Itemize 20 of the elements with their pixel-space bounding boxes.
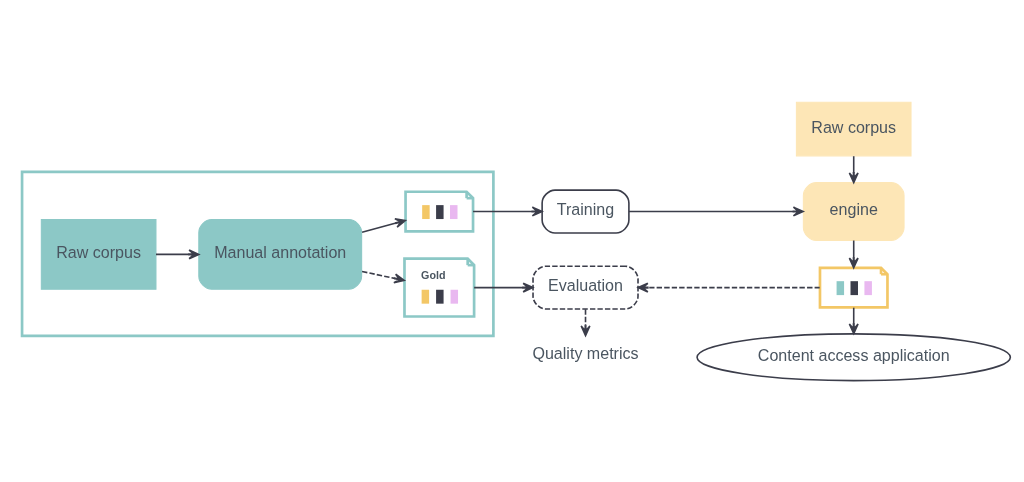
node-box: Evaluation <box>532 264 639 310</box>
arrow <box>848 154 859 183</box>
node-box: engine <box>802 181 905 241</box>
node-box: Raw corpus <box>40 218 157 290</box>
arrow <box>155 248 200 260</box>
arrow <box>580 308 591 336</box>
arrow <box>361 270 405 283</box>
arrow <box>848 306 859 334</box>
arrow <box>628 205 804 217</box>
node-ellipse: Content access application <box>696 332 1012 381</box>
node-box: Training <box>541 188 630 234</box>
arrow <box>848 239 859 268</box>
arrow <box>637 281 821 293</box>
arrow <box>472 205 543 217</box>
node-box: Raw corpus <box>795 101 912 156</box>
arrow <box>361 217 407 233</box>
node-box: Manual annotation <box>198 218 363 290</box>
cluster <box>20 170 495 337</box>
arrow <box>473 281 534 293</box>
node-text: Quality metrics <box>532 343 639 362</box>
